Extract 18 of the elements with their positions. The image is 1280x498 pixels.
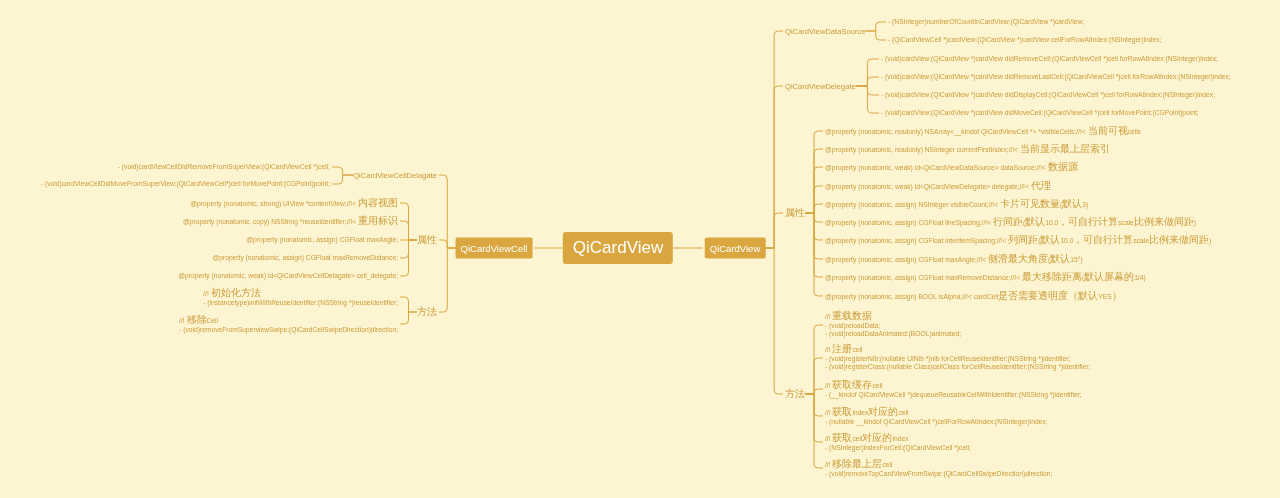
topic-box: QiCardViewCell bbox=[455, 237, 533, 259]
branch-line bbox=[865, 30, 887, 41]
branch-label: 属性 bbox=[785, 205, 805, 221]
branch-line bbox=[672, 247, 704, 249]
central-topic-box: QiCardView bbox=[562, 232, 674, 264]
branch-line bbox=[399, 311, 418, 325]
branch-line bbox=[438, 247, 457, 313]
branch-line bbox=[331, 174, 354, 185]
branch-line bbox=[399, 239, 418, 277]
topic-box: QiCardView bbox=[704, 237, 766, 259]
branch-label: 属性 bbox=[417, 232, 437, 248]
branch-line bbox=[764, 247, 784, 395]
branch-label: 方法 bbox=[417, 304, 437, 320]
branch-line bbox=[533, 247, 564, 249]
branch-line bbox=[804, 393, 824, 469]
branch-line bbox=[804, 212, 824, 297]
branch-label: 方法 bbox=[785, 386, 805, 402]
branch-line bbox=[855, 85, 880, 114]
